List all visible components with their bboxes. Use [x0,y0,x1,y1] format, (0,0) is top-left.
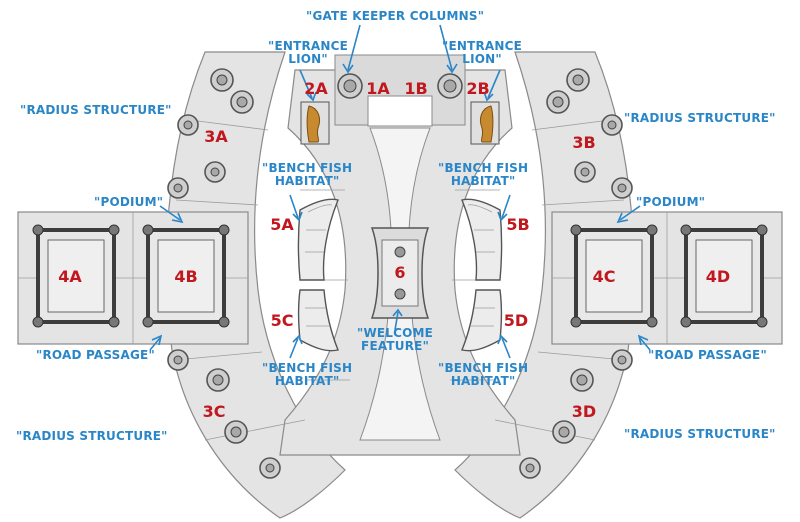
label-radius-structure-top-right: "RADIUS STRUCTURE" [624,111,776,125]
podium-4b [142,224,230,328]
label-bench-fish-habitat-top-right: "BENCH FISH HABITAT" [438,161,529,188]
bench-5a [297,198,339,281]
label-road-passage-right: "ROAD PASSAGE" [648,348,767,362]
marker-4d: 4D [705,267,731,286]
label-road-passage-left: "ROAD PASSAGE" [36,348,155,362]
label-bench-fish-habitat-bottom-left: "BENCH FISH HABITAT" [262,361,353,388]
marker-3c: 3C [202,402,226,421]
label-arrows [149,24,651,359]
bench-5c [297,289,339,352]
label-radius-structure-top-left: "RADIUS STRUCTURE" [20,103,172,117]
marker-2a: 2A [304,79,328,98]
bench-5d [461,289,503,352]
bench-5b [461,198,503,281]
label-gate-keeper-columns: "GATE KEEPER COLUMNS" [306,9,485,23]
label-bench-fish-habitat-top-left: "BENCH FISH HABITAT" [262,161,353,188]
podium-4a [32,224,120,328]
gate-arch-inner [367,95,433,127]
marker-5d: 5D [503,311,529,330]
marker-3b: 3B [572,133,596,152]
marker-1b: 1B [404,79,428,98]
marker-1a: 1A [366,79,390,98]
label-bench-fish-habitat-bottom-right: "BENCH FISH HABITAT" [438,361,529,388]
label-podium-right: "PODIUM" [636,195,706,209]
marker-5a: 5A [270,215,294,234]
entrance-lion-left [306,105,321,143]
marker-6: 6 [394,263,406,282]
marker-4b: 4B [174,267,198,286]
podium-4c [570,224,658,328]
podium-4d [680,224,768,328]
marker-4c: 4C [592,267,616,286]
label-podium-left: "PODIUM" [94,195,164,209]
marker-4a: 4A [58,267,82,286]
marker-5c: 5C [270,311,294,330]
marker-5b: 5B [506,215,530,234]
entrance-lion-right [479,105,494,143]
radius-rings [167,68,633,479]
label-entrance-lion-right: "ENTRANCE LION" [442,39,523,66]
marker-3d: 3D [571,402,597,421]
label-entrance-lion-left: "ENTRANCE LION" [268,39,349,66]
label-welcome-feature: "WELCOME FEATURE" [357,326,434,353]
label-radius-structure-bottom-left: "RADIUS STRUCTURE" [16,429,168,443]
label-radius-structure-bottom-right: "RADIUS STRUCTURE" [624,427,776,441]
marker-3a: 3A [204,127,228,146]
marker-2b: 2B [466,79,490,98]
